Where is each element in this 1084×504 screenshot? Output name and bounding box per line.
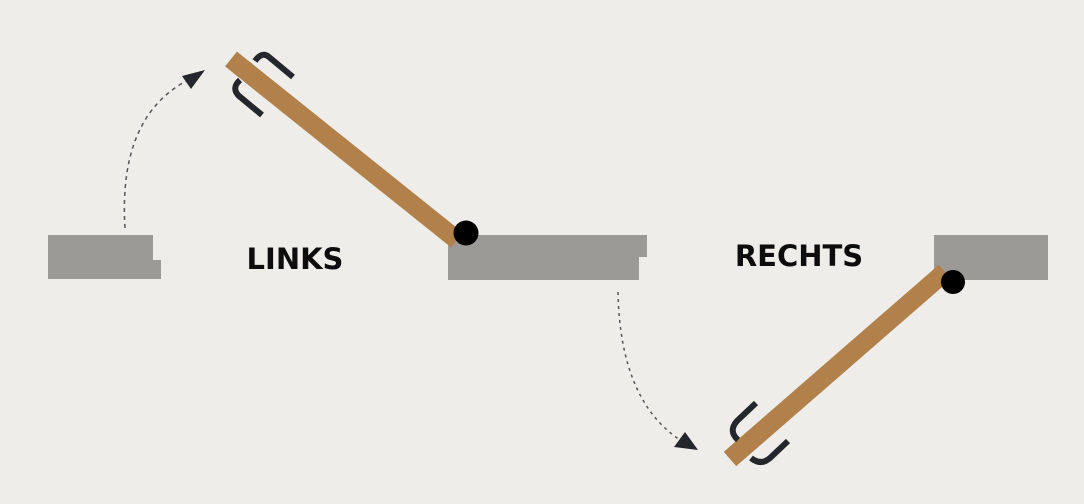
door-handle-icon — [749, 438, 791, 465]
left-door — [225, 51, 479, 248]
left-wall-left-section — [48, 235, 161, 279]
door-handle-icon — [252, 51, 295, 80]
arrowhead-icon — [182, 70, 205, 89]
swing-arrow-left — [123, 78, 191, 229]
door-panel — [723, 264, 952, 467]
door-handle-icon — [729, 400, 759, 443]
right-door — [723, 264, 965, 467]
label-links: LINKS — [247, 242, 344, 276]
hinge-icon — [453, 220, 479, 246]
arrowhead-icon — [674, 432, 698, 450]
door-handle-icon — [232, 77, 264, 118]
middle-wall — [448, 235, 647, 280]
door-panel — [225, 51, 463, 248]
hinge-icon — [941, 270, 965, 294]
label-rechts: RECHTS — [735, 239, 863, 273]
swing-arrow-right — [617, 291, 681, 441]
